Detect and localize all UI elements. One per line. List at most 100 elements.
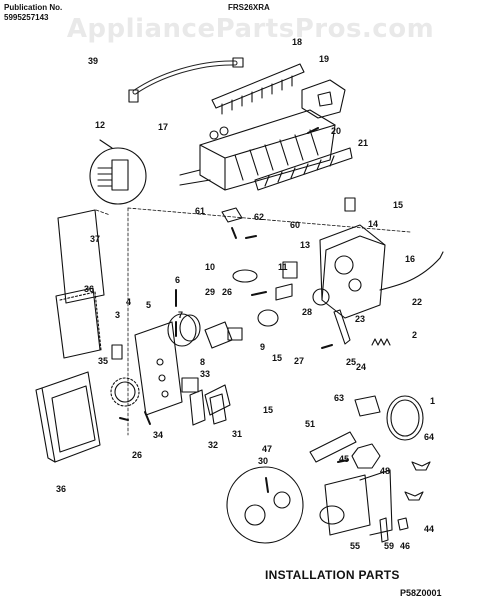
tube-51 — [309, 431, 357, 463]
callout-46: 46 — [400, 541, 410, 551]
screw-34 — [144, 411, 151, 425]
heater-leads — [179, 169, 211, 186]
callout-18: 18 — [292, 37, 302, 47]
parts-10-11 — [232, 261, 298, 301]
callout-62: 62 — [254, 212, 264, 222]
callout-3: 3 — [115, 310, 120, 320]
callout-25: 25 — [346, 357, 356, 367]
nut-48 — [351, 443, 381, 469]
booklets-37-36 — [55, 209, 105, 359]
water-valve-55 — [319, 469, 393, 536]
callout-26: 26 — [222, 287, 232, 297]
parts-9-28 — [257, 288, 330, 327]
callout-47: 47 — [262, 444, 272, 454]
callout-37: 37 — [90, 234, 100, 244]
callout-15: 15 — [263, 405, 273, 415]
callout-36: 36 — [84, 284, 94, 294]
connector-12 — [89, 139, 147, 205]
callout-14: 14 — [368, 219, 378, 229]
callout-2: 2 — [412, 330, 417, 340]
installation-parts-title: INSTALLATION PARTS — [265, 568, 400, 582]
cover-36 — [35, 371, 101, 463]
callout-8: 8 — [200, 357, 205, 367]
screw-26b — [119, 417, 129, 421]
callout-9: 9 — [260, 342, 265, 352]
callout-21: 21 — [358, 138, 368, 148]
spring-2 — [371, 338, 391, 346]
callout-33: 33 — [200, 369, 210, 379]
clamp-44 — [404, 491, 424, 501]
housing-16 — [319, 224, 386, 319]
screw-20 — [307, 127, 319, 134]
callout-59: 59 — [384, 541, 394, 551]
switches — [204, 291, 267, 349]
parts-61-62-60 — [221, 207, 257, 239]
callout-29: 29 — [205, 287, 215, 297]
callout-44: 44 — [424, 524, 434, 534]
diagram-code: P58Z0001 — [400, 588, 442, 598]
gear-35 — [110, 377, 140, 407]
callout-20: 20 — [331, 126, 341, 136]
wire-harness-39 — [128, 57, 244, 103]
part-59 — [379, 517, 389, 543]
model-number: FRS26XRA — [228, 3, 270, 12]
callout-5: 5 — [146, 300, 151, 310]
clip-15 — [344, 197, 356, 212]
callout-39: 39 — [88, 56, 98, 66]
callout-4: 4 — [126, 297, 131, 307]
callout-55: 55 — [350, 541, 360, 551]
publication-label: Publication No. — [4, 3, 63, 12]
ice-mold-17 — [199, 109, 336, 191]
shutoff-arm-18 — [211, 63, 305, 115]
callout-17: 17 — [158, 122, 168, 132]
callout-28: 28 — [302, 307, 312, 317]
publication-number: 5995257143 — [4, 13, 49, 22]
callout-7: 7 — [178, 310, 183, 320]
callout-11: 11 — [278, 262, 288, 272]
bracket-63 — [354, 395, 381, 417]
callout-12: 12 — [95, 120, 105, 130]
callout-34: 34 — [153, 430, 163, 440]
callout-23: 23 — [355, 314, 365, 324]
arm-22 — [379, 251, 444, 291]
part-46 — [397, 517, 409, 531]
callout-27: 27 — [294, 356, 304, 366]
lever-23-24 — [321, 309, 351, 349]
callout-31: 31 — [232, 429, 242, 439]
callout-30: 30 — [258, 456, 268, 466]
callout-19: 19 — [319, 54, 329, 64]
callout-36: 36 — [56, 484, 66, 494]
callout-63: 63 — [334, 393, 344, 403]
callout-1: 1 — [430, 396, 435, 406]
callout-48: 48 — [380, 466, 390, 476]
clamp-64 — [411, 461, 431, 471]
screw-45 — [337, 459, 349, 463]
bracket-19 — [301, 79, 346, 119]
callout-15: 15 — [272, 353, 282, 363]
callout-16: 16 — [405, 254, 415, 264]
parts-33-8-27 — [181, 377, 231, 416]
detail-47 — [226, 466, 304, 544]
callout-45: 45 — [339, 454, 349, 464]
ejector-21 — [254, 147, 353, 191]
callout-13: 13 — [300, 240, 310, 250]
callout-24: 24 — [356, 362, 366, 372]
callout-51: 51 — [305, 419, 315, 429]
callout-26: 26 — [132, 450, 142, 460]
callout-15: 15 — [393, 200, 403, 210]
callout-35: 35 — [98, 356, 108, 366]
watermark: AppliancePartsPros.com — [66, 14, 435, 44]
mounting-plate-5 — [134, 321, 183, 416]
callout-61: 61 — [195, 206, 205, 216]
motor — [167, 313, 201, 347]
callout-64: 64 — [424, 432, 434, 442]
callout-22: 22 — [412, 297, 422, 307]
part-3 — [111, 344, 123, 360]
callout-32: 32 — [208, 440, 218, 450]
callout-6: 6 — [175, 275, 180, 285]
callout-60: 60 — [290, 220, 300, 230]
parts-32-31-30 — [189, 389, 227, 426]
callout-10: 10 — [205, 262, 215, 272]
